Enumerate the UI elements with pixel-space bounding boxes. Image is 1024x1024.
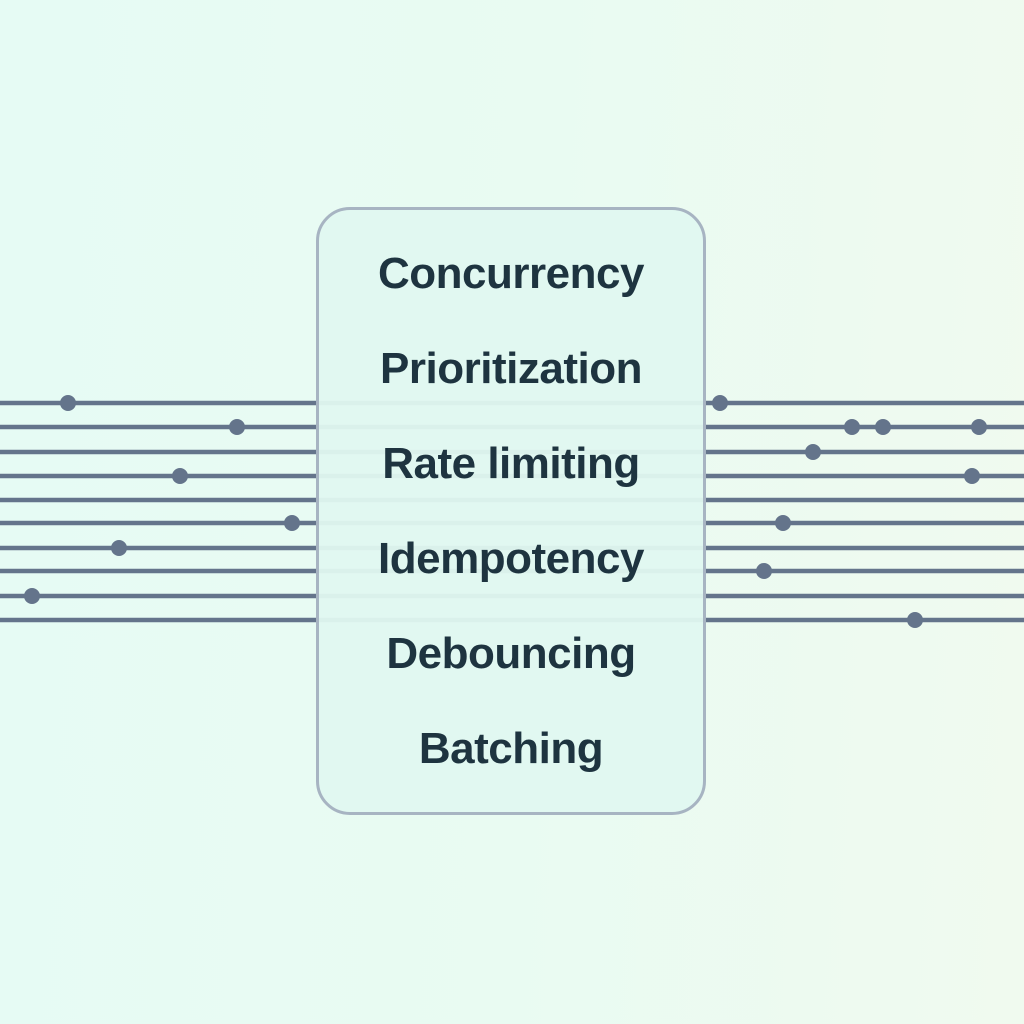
term-label-concurrency: Concurrency: [378, 248, 644, 298]
event-dot: [964, 468, 980, 484]
event-dot: [229, 419, 245, 435]
event-dot: [60, 395, 76, 411]
term-row: Rate limiting: [319, 416, 703, 511]
event-dot: [844, 419, 860, 435]
event-dot: [172, 468, 188, 484]
event-dot: [907, 612, 923, 628]
concept-card: Concurrency Prioritization Rate limiting…: [316, 207, 706, 815]
term-label-debouncing: Debouncing: [386, 628, 636, 678]
term-row: Prioritization: [319, 321, 703, 416]
term-row: Concurrency: [319, 226, 703, 321]
event-dot: [284, 515, 300, 531]
event-dot: [875, 419, 891, 435]
event-dot: [24, 588, 40, 604]
term-label-batching: Batching: [418, 723, 604, 773]
term-label-rate-limiting: Rate limiting: [382, 438, 640, 488]
term-label-prioritization: Prioritization: [380, 343, 642, 393]
event-dot: [756, 563, 772, 579]
term-row: Batching: [319, 701, 703, 796]
term-row: Idempotency: [319, 511, 703, 606]
event-dot: [805, 444, 821, 460]
event-dot: [971, 419, 987, 435]
event-dot: [775, 515, 791, 531]
term-row: Debouncing: [319, 606, 703, 701]
event-dot: [111, 540, 127, 556]
term-label-idempotency: Idempotency: [378, 533, 644, 583]
event-dot: [712, 395, 728, 411]
